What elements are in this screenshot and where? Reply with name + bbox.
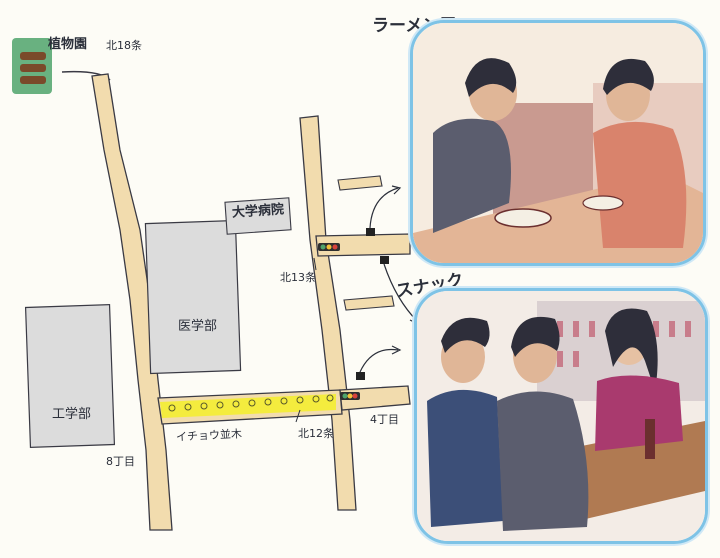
snack-scene xyxy=(417,291,705,541)
ramen-scene xyxy=(413,23,703,263)
ginkgo-label: イチョウ並木 xyxy=(175,427,243,444)
ramen-marker xyxy=(366,228,375,236)
road-vertical-right xyxy=(299,115,357,511)
engineering-label: 工学部 xyxy=(52,407,92,422)
road-upper-right xyxy=(337,175,383,191)
park-icon xyxy=(12,38,52,94)
snack-marker xyxy=(380,256,389,264)
traffic-light-north12 xyxy=(340,392,360,400)
chome4-label: 4丁目 xyxy=(370,413,399,426)
medical-label: 医学部 xyxy=(178,319,218,334)
ramen-panel xyxy=(410,20,706,266)
hospital-label: 大学病院 xyxy=(231,202,285,221)
snack-panel xyxy=(414,288,708,544)
building-engineering xyxy=(24,303,116,449)
park-label: 植物園 xyxy=(48,37,88,52)
road-north13 xyxy=(315,233,411,257)
snack-marker-2 xyxy=(356,372,365,380)
traffic-light-north13 xyxy=(318,243,340,251)
ginkgo-highlight xyxy=(160,394,336,418)
ginkgo-trees xyxy=(168,394,334,412)
arrow-snack-lower xyxy=(359,348,399,373)
building-medical xyxy=(144,219,242,375)
building-hospital xyxy=(224,197,292,235)
chome8-label: 8丁目 xyxy=(106,455,135,468)
arrow-to-ramen xyxy=(369,187,399,229)
north12-label: 北12条 xyxy=(298,427,334,440)
road-vertical-left xyxy=(91,73,173,531)
road-mid-right xyxy=(343,295,395,311)
north18-label: 北18条 xyxy=(106,39,142,52)
north13-label: 北13条 xyxy=(280,271,316,284)
ramen-bowl xyxy=(494,208,552,228)
